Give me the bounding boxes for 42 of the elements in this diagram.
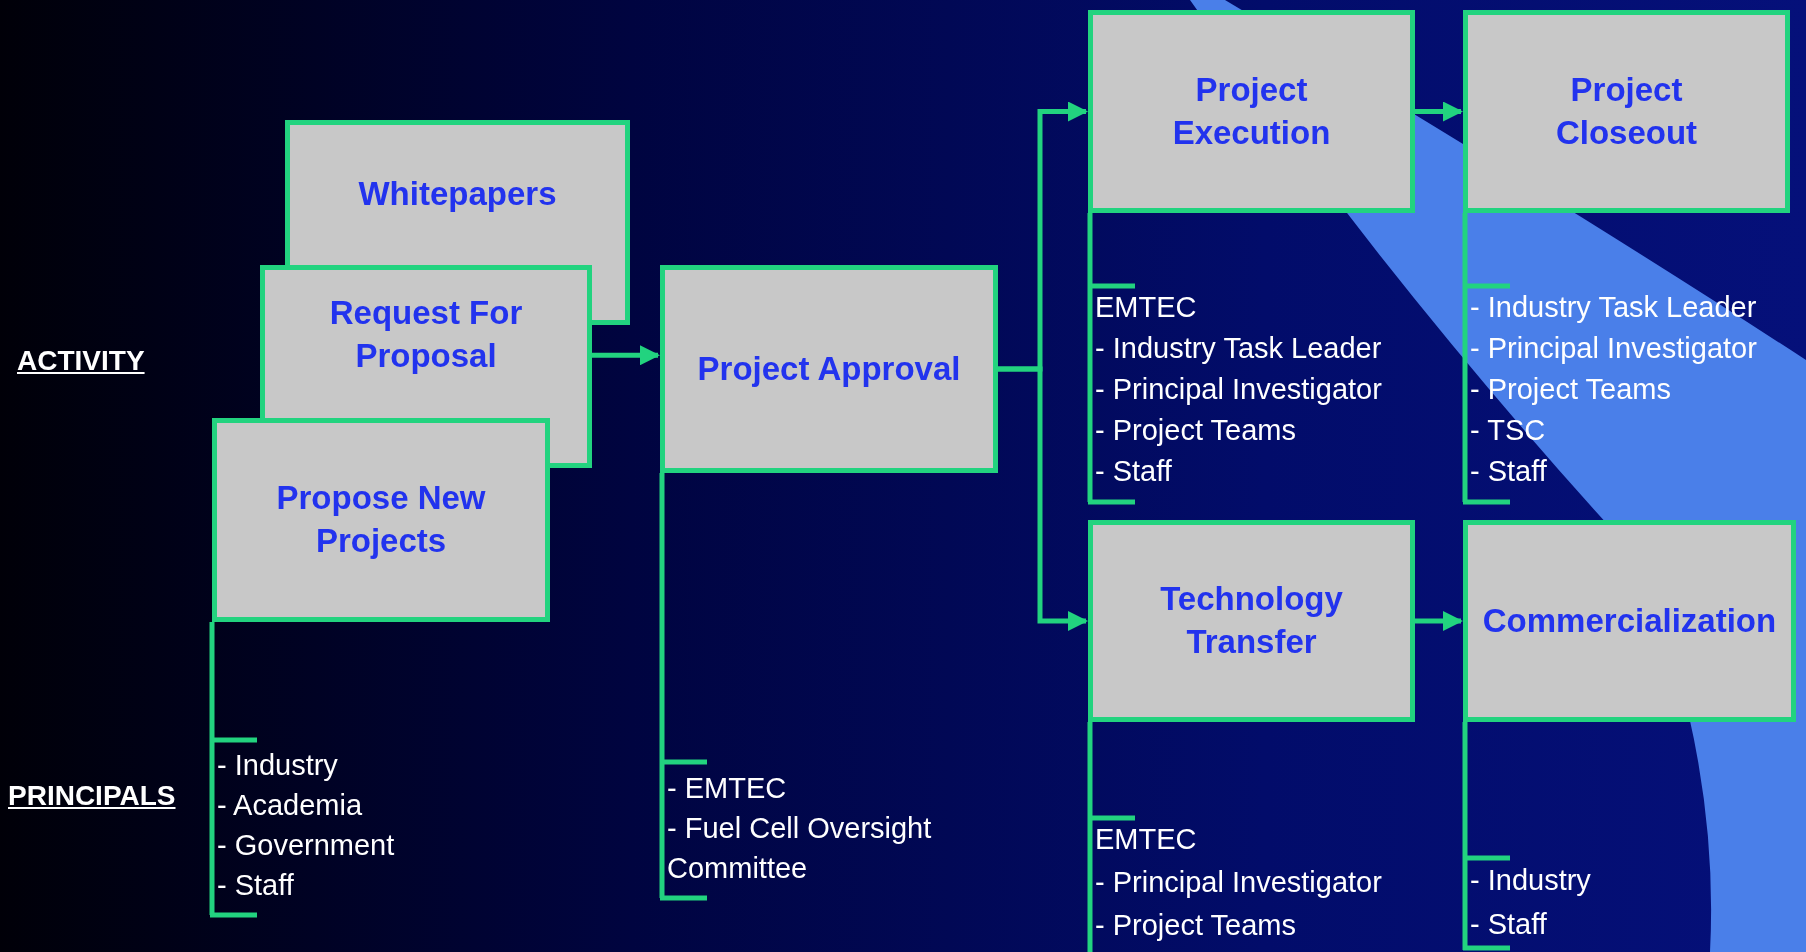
box-title: Project Approval <box>697 348 961 389</box>
process-box <box>285 120 630 265</box>
principal-item: - Industry <box>217 748 339 783</box>
process-box <box>1088 10 1415 213</box>
principal-item: - Staff <box>1470 907 1548 942</box>
principal-item: - Project Teams <box>1095 413 1297 448</box>
principal-item: - Government <box>217 828 396 863</box>
principal-item: EMTEC <box>1095 822 1198 857</box>
principal-item: - Principal Investigator <box>1095 372 1383 407</box>
principal-item: - Project Teams <box>1470 372 1672 407</box>
principal-item: - Project Teams <box>1095 908 1297 943</box>
principal-item: - Principal Investigator <box>1095 865 1383 900</box>
box-title: Project Closeout <box>1554 69 1699 153</box>
box-title: Request For Proposal <box>328 293 524 376</box>
principal-item: - TSC <box>1470 413 1547 448</box>
principal-item: EMTEC <box>1095 290 1198 325</box>
process-box <box>212 418 550 622</box>
box-title: Project Execution <box>1171 69 1332 153</box>
arrow <box>592 345 660 366</box>
principal-item: - Academia <box>217 788 364 823</box>
box-title: Whitepapers <box>358 174 557 214</box>
principal-item: - Industry <box>1470 863 1592 898</box>
principal-item: - Fuel Cell Oversight Committee <box>667 811 933 886</box>
box-title: Propose New Projects <box>275 478 487 561</box>
process-box <box>1463 10 1790 213</box>
arrow <box>1415 101 1463 122</box>
process-box <box>1463 520 1796 722</box>
principal-item: - Staff <box>1470 454 1548 489</box>
arrow <box>998 366 1088 631</box>
principal-item: - Staff <box>217 868 295 903</box>
process-box <box>1088 520 1415 722</box>
principal-item: - Industry Task Leader <box>1095 331 1383 366</box>
principal-item: - Principal Investigator <box>1470 331 1758 366</box>
row-label: PRINCIPALS <box>8 780 176 812</box>
box-title: Commercialization <box>1482 600 1777 641</box>
row-label: ACTIVITY <box>17 345 145 377</box>
principal-item: - Staff <box>1095 454 1173 489</box>
process-box <box>660 265 998 473</box>
process-box <box>260 265 592 418</box>
arrow <box>1415 611 1463 631</box>
box-title: Technology Transfer <box>1159 579 1344 662</box>
principal-item: - EMTEC <box>667 771 788 806</box>
